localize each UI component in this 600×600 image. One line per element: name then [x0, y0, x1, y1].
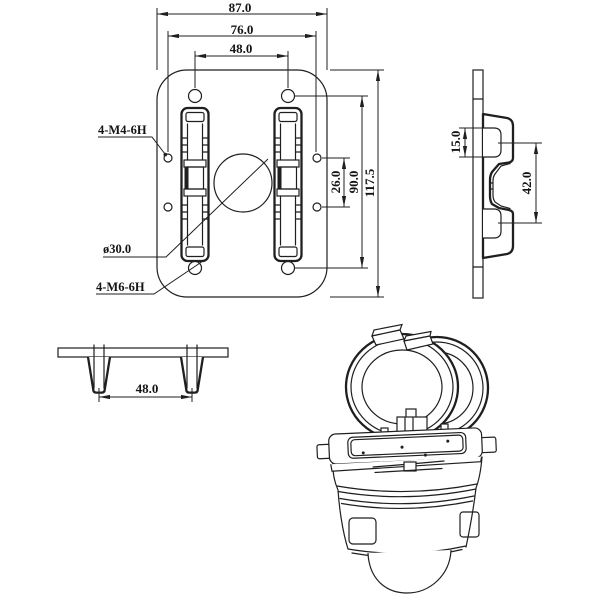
- m4-leader-line: [98, 136, 166, 155]
- dim-side-hole-span: 26.0: [322, 157, 350, 208]
- channel-hatch: [489, 182, 494, 190]
- flange-screw-dots: [361, 439, 450, 457]
- svg-text:15.0: 15.0: [448, 131, 463, 154]
- ring-tab-front: [371, 323, 405, 346]
- body-band-seams: [336, 483, 478, 510]
- camera-dome: [367, 549, 452, 594]
- dim-hole-span-height: 90.0: [295, 95, 368, 269]
- dim-hook-depth: 15.0: [448, 127, 487, 158]
- front-view: ø30.0 4-M4-6H 4-M6-6H 87.0 76.0 48.0: [96, 0, 384, 298]
- bottom-view: 48.0: [57, 343, 229, 402]
- plate-outline: [156, 69, 328, 298]
- svg-text:26.0: 26.0: [328, 171, 343, 194]
- m4-holes-label: 4-M4-6H: [98, 123, 147, 137]
- dim-outer-height: 117.5: [330, 69, 384, 298]
- svg-text:42.0: 42.0: [519, 172, 534, 195]
- rail-right: [273, 106, 303, 263]
- dim-hole-span-width: 76.0: [167, 22, 317, 152]
- svg-text:48.0: 48.0: [230, 41, 253, 56]
- step-plate: [372, 460, 445, 474]
- diameter-leader-line: [103, 158, 269, 258]
- dim-peg-span: 48.0: [98, 381, 193, 402]
- svg-text:90.0: 90.0: [346, 171, 361, 194]
- center-hole-label: ø30.0: [103, 242, 131, 256]
- plate-edge-bar: [57, 347, 229, 358]
- dim-top-hole-span: 48.0: [194, 41, 289, 88]
- svg-text:48.0: 48.0: [136, 381, 159, 396]
- peg-right: [179, 343, 205, 394]
- ring-tab-back: [403, 330, 434, 351]
- svg-text:87.0: 87.0: [229, 0, 252, 15]
- cutout-right: [459, 511, 480, 538]
- mounting-holes-m6: [187, 88, 296, 276]
- svg-text:76.0: 76.0: [231, 22, 254, 37]
- plate-edge: [472, 69, 484, 299]
- center-hole: [213, 153, 273, 213]
- dim-hook-span: 42.0: [498, 142, 542, 224]
- m4-leader-dot: [163, 152, 168, 157]
- peg-left: [86, 343, 112, 394]
- side-view: 15.0 42.0: [448, 69, 542, 299]
- isometric-view: [316, 323, 497, 594]
- svg-text:117.5: 117.5: [362, 168, 377, 197]
- cutout-left: [348, 517, 377, 545]
- bracket-channel-inner: [492, 162, 511, 210]
- m6-leader-line: [96, 260, 204, 295]
- dim-outer-width: 87.0: [156, 0, 328, 70]
- m6-holes-label: 4-M6-6H: [96, 280, 145, 294]
